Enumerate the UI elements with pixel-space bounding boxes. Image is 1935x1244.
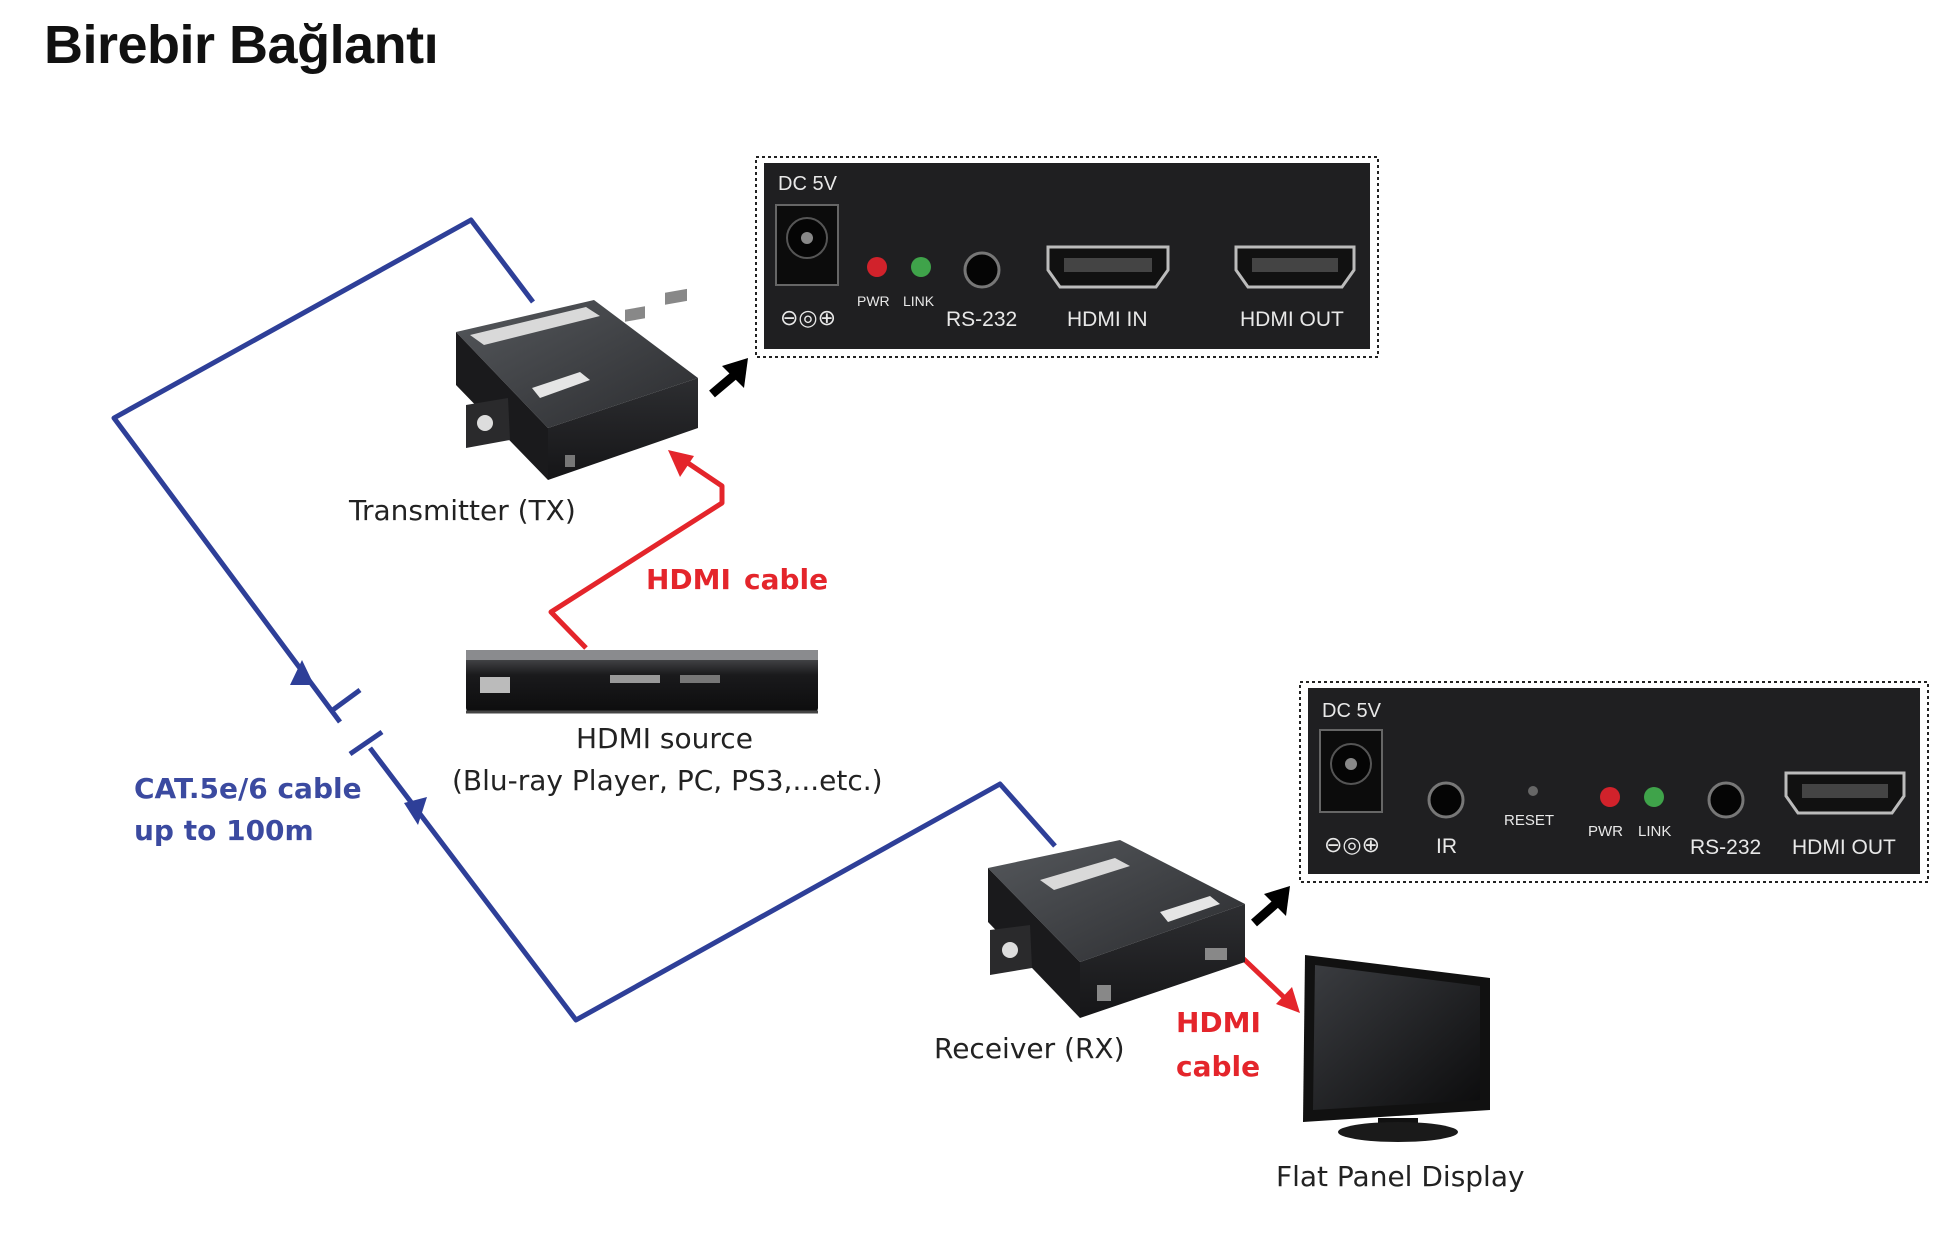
rx-rs232-label: RS-232 (1690, 836, 1761, 859)
source-label-line2: (Blu-ray Player, PC, PS3,...etc.) (452, 764, 883, 797)
hdmi-cable-rx-label-b: cable (1176, 1050, 1260, 1083)
rx-dc-label: DC 5V (1322, 700, 1382, 722)
cat-cable-label-line2: up to 100m (134, 814, 314, 847)
hdmi-tx-arrow-icon (668, 450, 694, 477)
rx-back-panel: DC 5V ⊖◎⊕ IR RESET PWR LINK RS-232 HDMI … (1299, 681, 1929, 883)
rx-reset-button (1528, 786, 1538, 796)
tx-link-label: LINK (903, 293, 935, 309)
cat-cable-label-line1: CAT.5e/6 cable (134, 772, 362, 805)
tx-dc-label: DC 5V (778, 173, 838, 195)
tx-hdmi-out-label: HDMI OUT (1240, 308, 1344, 331)
tx-polarity-icon: ⊖◎⊕ (780, 305, 836, 330)
receiver-device (988, 840, 1245, 1018)
flat-panel-display (1303, 955, 1490, 1142)
tx-panel-arrow-icon (709, 358, 748, 398)
page-title: Birebir Bağlantı (44, 15, 439, 75)
bluray-player (466, 650, 818, 714)
hdmi-cable-tx-label-b: cable (744, 563, 828, 596)
cat-arrow-up-icon (290, 660, 314, 685)
rx-link-label: LINK (1638, 823, 1671, 840)
receiver-label: Receiver (RX) (934, 1032, 1125, 1065)
hdmi-rx-arrow-icon (1276, 987, 1300, 1013)
rx-link-led (1644, 787, 1664, 807)
display-label: Flat Panel Display (1276, 1160, 1525, 1193)
tx-hdmi-in-label: HDMI IN (1067, 308, 1148, 331)
hdmi-cable-rx-label-a: HDMI (1176, 1006, 1261, 1039)
source-label-line1: HDMI source (576, 722, 753, 755)
rx-ir-port (1427, 781, 1465, 819)
rx-polarity-icon: ⊖◎⊕ (1324, 832, 1380, 857)
tx-pwr-led (867, 257, 887, 277)
transmitter-device (456, 288, 698, 480)
hdmi-cable-tx (548, 452, 725, 650)
tx-rs232-label: RS-232 (946, 308, 1017, 331)
rx-rs232-port (1707, 781, 1745, 819)
rx-hdmi-out-label: HDMI OUT (1792, 836, 1896, 859)
cat-cable (111, 217, 1057, 1023)
tx-pwr-label: PWR (857, 293, 890, 309)
cat-arrow-down-icon (404, 797, 427, 825)
tx-back-panel: DC 5V ⊖◎⊕ PWR LINK RS-232 HDMI IN HDMI O… (755, 156, 1379, 358)
rx-reset-label: RESET (1504, 812, 1554, 829)
tx-rs232-port (963, 251, 1001, 289)
tx-link-led (911, 257, 931, 277)
hdmi-cable-tx-label-a: HDMI (646, 563, 731, 596)
rx-pwr-label: PWR (1588, 823, 1623, 840)
transmitter-label: Transmitter (TX) (348, 494, 576, 527)
rx-ir-label: IR (1436, 835, 1457, 858)
rx-panel-arrow-icon (1251, 886, 1290, 927)
rx-pwr-led (1600, 787, 1620, 807)
